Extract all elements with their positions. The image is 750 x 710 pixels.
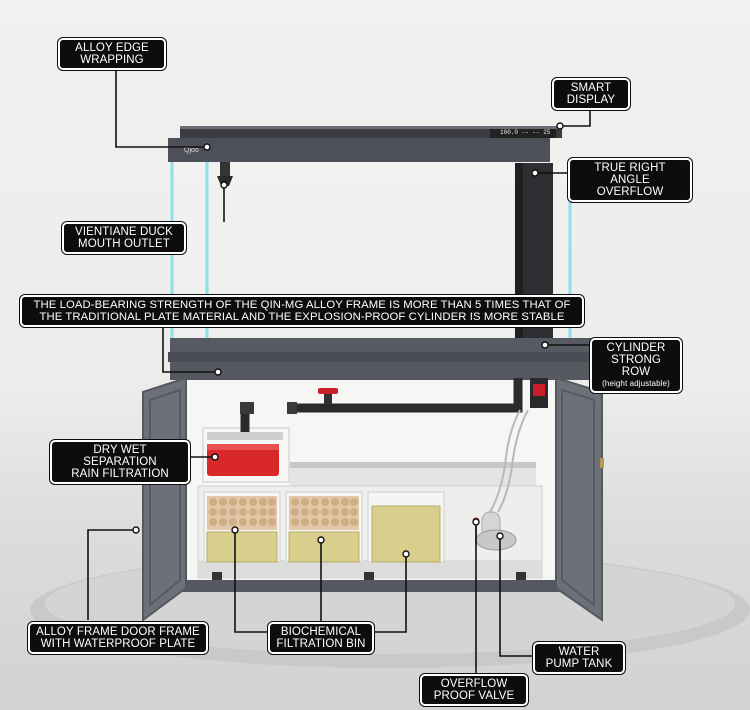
leader-strength (162, 322, 218, 373)
valve-handle (318, 388, 338, 394)
leader-door-frame (87, 529, 136, 620)
right-door (555, 376, 603, 622)
label-cylinder-strong-row: CYLINDER STRONG ROW (height adjustable) (590, 338, 682, 393)
left-door (142, 376, 187, 622)
label-alloy-edge-wrapping: ALLOY EDGE WRAPPING (58, 38, 166, 70)
overflow-pipe (290, 378, 523, 413)
label-overflow-proof-valve: OVERFLOW PROOF VALVE (420, 674, 528, 706)
brand-logo: Qjoo (184, 147, 199, 154)
water-pump (475, 511, 517, 551)
label-height-adjustable: (height adjustable) (602, 379, 670, 388)
cabinet-top (170, 360, 600, 380)
label-smart-display: SMART DISPLAY (552, 78, 630, 110)
display-readout: 100.0 -- -- 25 (500, 129, 551, 136)
label-true-right-angle-overflow: TRUE RIGHT ANGLE OVERFLOW (568, 158, 692, 202)
label-load-bearing-strength: THE LOAD-BEARING STRENGTH OF THE QIN-MG … (20, 295, 584, 327)
leader-pump (499, 536, 535, 657)
leader-biochem-a (234, 530, 269, 633)
label-biochemical-filtration-bin: BIOCHEMICAL FILTRATION BIN (268, 622, 374, 654)
lid-frame (168, 138, 550, 162)
label-alloy-frame-door-frame: ALLOY FRAME DOOR FRAME WITH WATERPROOF P… (28, 622, 208, 654)
label-vientiane-duck-mouth-outlet: VIENTIANE DUCK MOUTH OUTLET (62, 222, 186, 254)
leader-alloy-edge (115, 64, 207, 148)
label-dry-wet-separation: DRY WET SEPARATION RAIN FILTRATION (50, 440, 190, 484)
leader-biochem-c (372, 554, 407, 633)
cabinet-base (182, 580, 560, 592)
duck-mouth-outlet (220, 162, 230, 176)
leader-smart-display (560, 104, 591, 127)
label-water-pump-tank: WATER PUMP TANK (533, 642, 625, 674)
